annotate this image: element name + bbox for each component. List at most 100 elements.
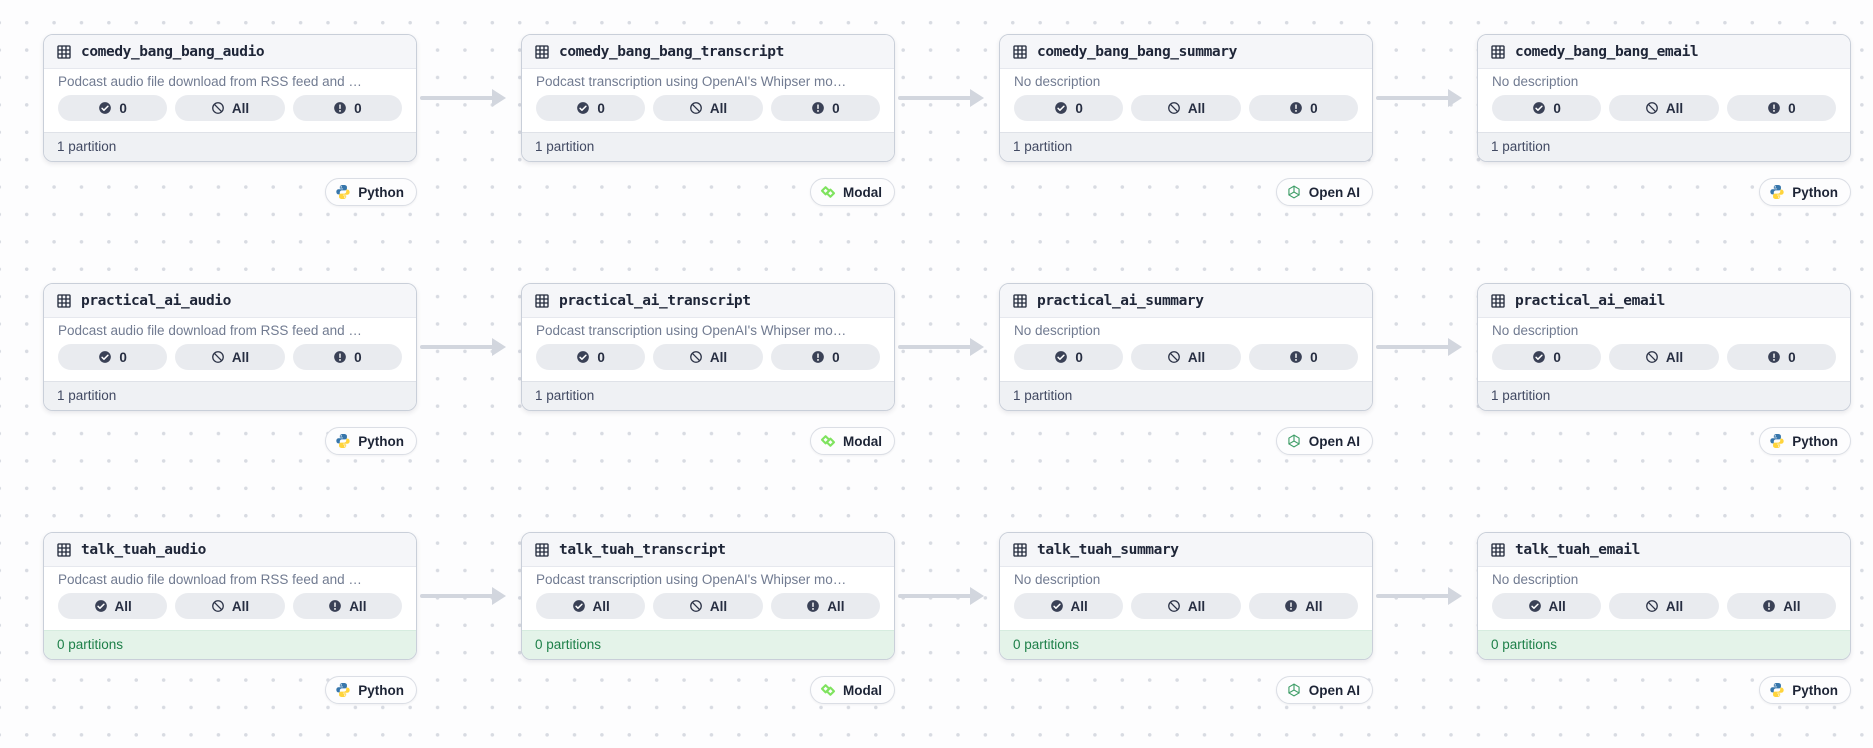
kind-badge-openai[interactable]: Open AI (1275, 427, 1373, 455)
pill-label: 0 (1310, 349, 1318, 365)
kind-badge-python[interactable]: Python (1759, 178, 1851, 206)
asset-cell: practical_ai_transcript Podcast transcri… (521, 283, 895, 459)
status-pills: 0 All 0 (536, 95, 880, 121)
kind-label: Python (1792, 184, 1838, 200)
asset-description: No description (1492, 74, 1579, 89)
edge-arrowhead (492, 587, 506, 605)
pill-label: 0 (1553, 100, 1561, 116)
table-grid-icon (56, 44, 72, 60)
python-logo-icon (335, 682, 351, 698)
asset-card-practical-ai-email[interactable]: practical_ai_email No description 0 All … (1477, 283, 1851, 411)
table-grid-icon (534, 44, 550, 60)
modal-logo-icon (820, 184, 836, 200)
kind-badge-python[interactable]: Python (1759, 427, 1851, 455)
kind-badge-python[interactable]: Python (325, 427, 417, 455)
asset-card-talk-tuah-audio[interactable]: talk_tuah_audio Podcast audio file downl… (43, 532, 417, 660)
partition-count: 0 partitions (1000, 630, 1372, 659)
openai-logo-icon (1286, 184, 1302, 200)
kind-label: Modal (843, 184, 882, 200)
asset-card-header: practical_ai_email (1478, 284, 1850, 318)
failed-pill: 0 (292, 344, 402, 370)
check-circle-icon (1050, 599, 1064, 613)
asset-card-talk-tuah-email[interactable]: talk_tuah_email No description All All A… (1477, 532, 1851, 660)
pill-label: All (231, 349, 250, 365)
asset-card-talk-tuah-transcript[interactable]: talk_tuah_transcript Podcast transcripti… (521, 532, 895, 660)
pill-label: All (349, 598, 367, 614)
alert-circle-icon (811, 101, 825, 115)
kind-badge-openai[interactable]: Open AI (1275, 676, 1373, 704)
kind-badge-openai[interactable]: Open AI (1275, 178, 1373, 206)
asset-card-header: practical_ai_audio (44, 284, 416, 318)
kind-label: Open AI (1308, 184, 1360, 200)
asset-name: talk_tuah_transcript (559, 541, 726, 558)
never-materialized-pill: All (1609, 593, 1719, 619)
pill-label: 0 (354, 349, 362, 365)
asset-name: talk_tuah_audio (81, 541, 206, 558)
kind-label: Python (1792, 433, 1838, 449)
modal-logo-icon (820, 433, 836, 449)
asset-card-comedy-bang-bang-email[interactable]: comedy_bang_bang_email No description 0 … (1477, 34, 1851, 162)
asset-card-practical-ai-audio[interactable]: practical_ai_audio Podcast audio file do… (43, 283, 417, 411)
openai-logo-icon (1286, 682, 1302, 698)
asset-card-header: practical_ai_summary (1000, 284, 1372, 318)
alert-circle-icon (806, 599, 820, 613)
asset-card-header: comedy_bang_bang_audio (44, 35, 416, 69)
kind-label: Modal (843, 433, 882, 449)
check-circle-icon (98, 101, 112, 115)
alert-circle-icon (1767, 101, 1781, 115)
failed-pill: All (1248, 593, 1358, 619)
kind-label: Python (358, 184, 404, 200)
pill-label: 0 (832, 100, 840, 116)
asset-name: comedy_bang_bang_summary (1037, 43, 1237, 60)
asset-cell: comedy_bang_bang_transcript Podcast tran… (521, 34, 895, 210)
edge-line (1376, 594, 1450, 598)
asset-description: Podcast audio file download from RSS fee… (58, 572, 362, 587)
openai-logo-icon (1286, 433, 1302, 449)
materialized-pill: 0 (536, 95, 646, 121)
kind-badge-python[interactable]: Python (1759, 676, 1851, 704)
asset-card-talk-tuah-summary[interactable]: talk_tuah_summary No description All All… (999, 532, 1373, 660)
asset-card-comedy-bang-bang-transcript[interactable]: comedy_bang_bang_transcript Podcast tran… (521, 34, 895, 162)
asset-card-comedy-bang-bang-audio[interactable]: comedy_bang_bang_audio Podcast audio fil… (43, 34, 417, 162)
kind-badge-modal[interactable]: Modal (810, 676, 895, 704)
status-pills: 0 All 0 (536, 344, 880, 370)
asset-card-practical-ai-transcript[interactable]: practical_ai_transcript Podcast transcri… (521, 283, 895, 411)
asset-card-comedy-bang-bang-summary[interactable]: comedy_bang_bang_summary No description … (999, 34, 1373, 162)
materialized-pill: All (536, 593, 646, 619)
check-circle-icon (576, 350, 590, 364)
edge-arrow (418, 88, 522, 108)
slash-circle-icon (1167, 101, 1181, 115)
asset-card-header: comedy_bang_bang_email (1478, 35, 1850, 69)
kind-badge-python[interactable]: Python (325, 178, 417, 206)
kind-badge-modal[interactable]: Modal (810, 427, 895, 455)
asset-card-header: practical_ai_transcript (522, 284, 894, 318)
asset-cell: talk_tuah_summary No description All All… (999, 532, 1373, 708)
check-circle-icon (1532, 101, 1546, 115)
check-circle-icon (1054, 101, 1068, 115)
asset-name: comedy_bang_bang_transcript (559, 43, 784, 60)
asset-cell: practical_ai_email No description 0 All … (1477, 283, 1851, 459)
kind-badge-modal[interactable]: Modal (810, 178, 895, 206)
pill-label: 0 (597, 349, 605, 365)
pill-label: All (1665, 349, 1684, 365)
asset-description: No description (1492, 323, 1579, 338)
status-pills: 0 All 0 (58, 95, 402, 121)
status-pills: 0 All 0 (1014, 344, 1358, 370)
pill-label: 0 (119, 100, 127, 116)
kind-badge-python[interactable]: Python (325, 676, 417, 704)
table-grid-icon (1490, 542, 1506, 558)
asset-cell: comedy_bang_bang_audio Podcast audio fil… (43, 34, 417, 210)
failed-pill: All (1726, 593, 1836, 619)
pill-label: All (1187, 100, 1206, 116)
check-circle-icon (576, 101, 590, 115)
asset-card-practical-ai-summary[interactable]: practical_ai_summary No description 0 Al… (999, 283, 1373, 411)
status-pills: 0 All 0 (58, 344, 402, 370)
never-materialized-pill: All (653, 95, 763, 121)
partition-count: 1 partition (1478, 132, 1850, 161)
materialized-pill: 0 (1014, 95, 1124, 121)
failed-pill: 0 (770, 344, 880, 370)
kind-label: Python (358, 433, 404, 449)
pill-label: 0 (1788, 349, 1796, 365)
slash-circle-icon (1167, 350, 1181, 364)
